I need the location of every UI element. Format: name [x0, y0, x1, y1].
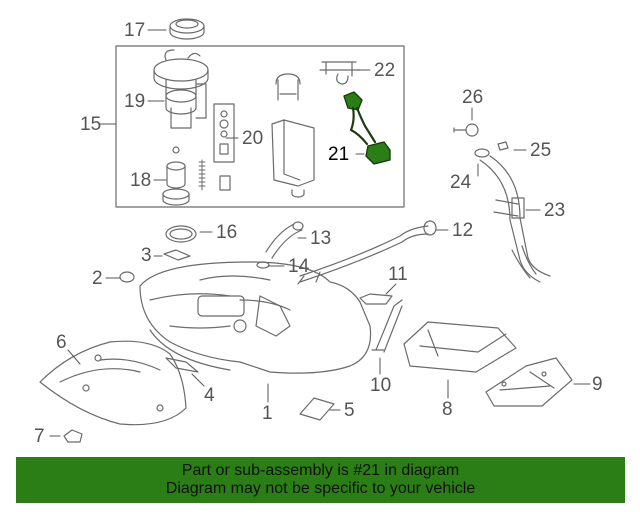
callout-22: 22 [374, 60, 396, 81]
callout-10: 10 [370, 375, 392, 396]
part-6-heat-shield [39, 340, 187, 426]
callout-2: 2 [92, 268, 103, 289]
part-21-harness [343, 91, 391, 165]
part-20-seal-kit [213, 103, 235, 191]
banner-line-2: Diagram may not be specific to your vehi… [165, 480, 476, 497]
callout-26: 26 [462, 87, 484, 108]
callout-13: 13 [310, 228, 332, 249]
leader-lines [49, 29, 591, 437]
part-25-clip [497, 141, 509, 151]
callout-1: 1 [262, 403, 273, 424]
part-19-pump-module [153, 49, 209, 129]
callout-21: 21 [328, 144, 350, 165]
part-8-cover [403, 321, 517, 373]
part-4-pad [165, 357, 199, 373]
part-24-ring [474, 148, 490, 158]
callout-11: 11 [388, 264, 408, 285]
callout-12: 12 [452, 220, 474, 241]
banner-line-1: Part or sub-assembly is #21 in diagram [181, 462, 460, 479]
part-5-pad [299, 397, 335, 421]
callout-17: 17 [124, 20, 146, 41]
callout-4: 4 [204, 385, 215, 406]
callout-14: 14 [288, 256, 310, 277]
part-9-cover [485, 357, 573, 407]
part-1-fuel-tank [139, 261, 372, 374]
part-7-clip [63, 429, 83, 443]
callout-18: 18 [130, 170, 152, 191]
part-13-hose [265, 221, 304, 259]
spring-part [198, 159, 206, 191]
callout-16: 16 [216, 222, 238, 243]
parts-diagram [39, 18, 591, 443]
callout-3: 3 [141, 245, 152, 266]
callout-23: 23 [544, 200, 566, 221]
callout-25: 25 [530, 140, 552, 161]
part-18-sender [162, 146, 190, 206]
info-banner: Part or sub-assembly is #21 in diagram D… [16, 457, 625, 503]
callout-5: 5 [344, 400, 355, 421]
callout-6: 6 [56, 332, 67, 353]
callout-24: 24 [450, 172, 472, 193]
callout-19: 19 [124, 91, 146, 112]
callout-7: 7 [34, 426, 45, 447]
pump-assembly-box [115, 45, 405, 208]
callout-9: 9 [592, 374, 603, 395]
part-17-cap [169, 18, 205, 40]
part-16-gasket [165, 225, 197, 243]
callout-20: 20 [242, 128, 264, 149]
part-11-pad [359, 293, 393, 305]
part-12-vent-pipe [297, 220, 437, 285]
part-3-pad [163, 249, 191, 261]
part-23-filler-pipe [479, 155, 551, 283]
part-26-cap-tether [453, 123, 479, 137]
part-2-plug [119, 271, 135, 283]
part-10-bracket [371, 299, 403, 353]
part-canister [271, 73, 315, 198]
callout-15: 15 [80, 114, 102, 135]
callout-8: 8 [442, 399, 453, 420]
part-22-bracket [319, 61, 361, 85]
